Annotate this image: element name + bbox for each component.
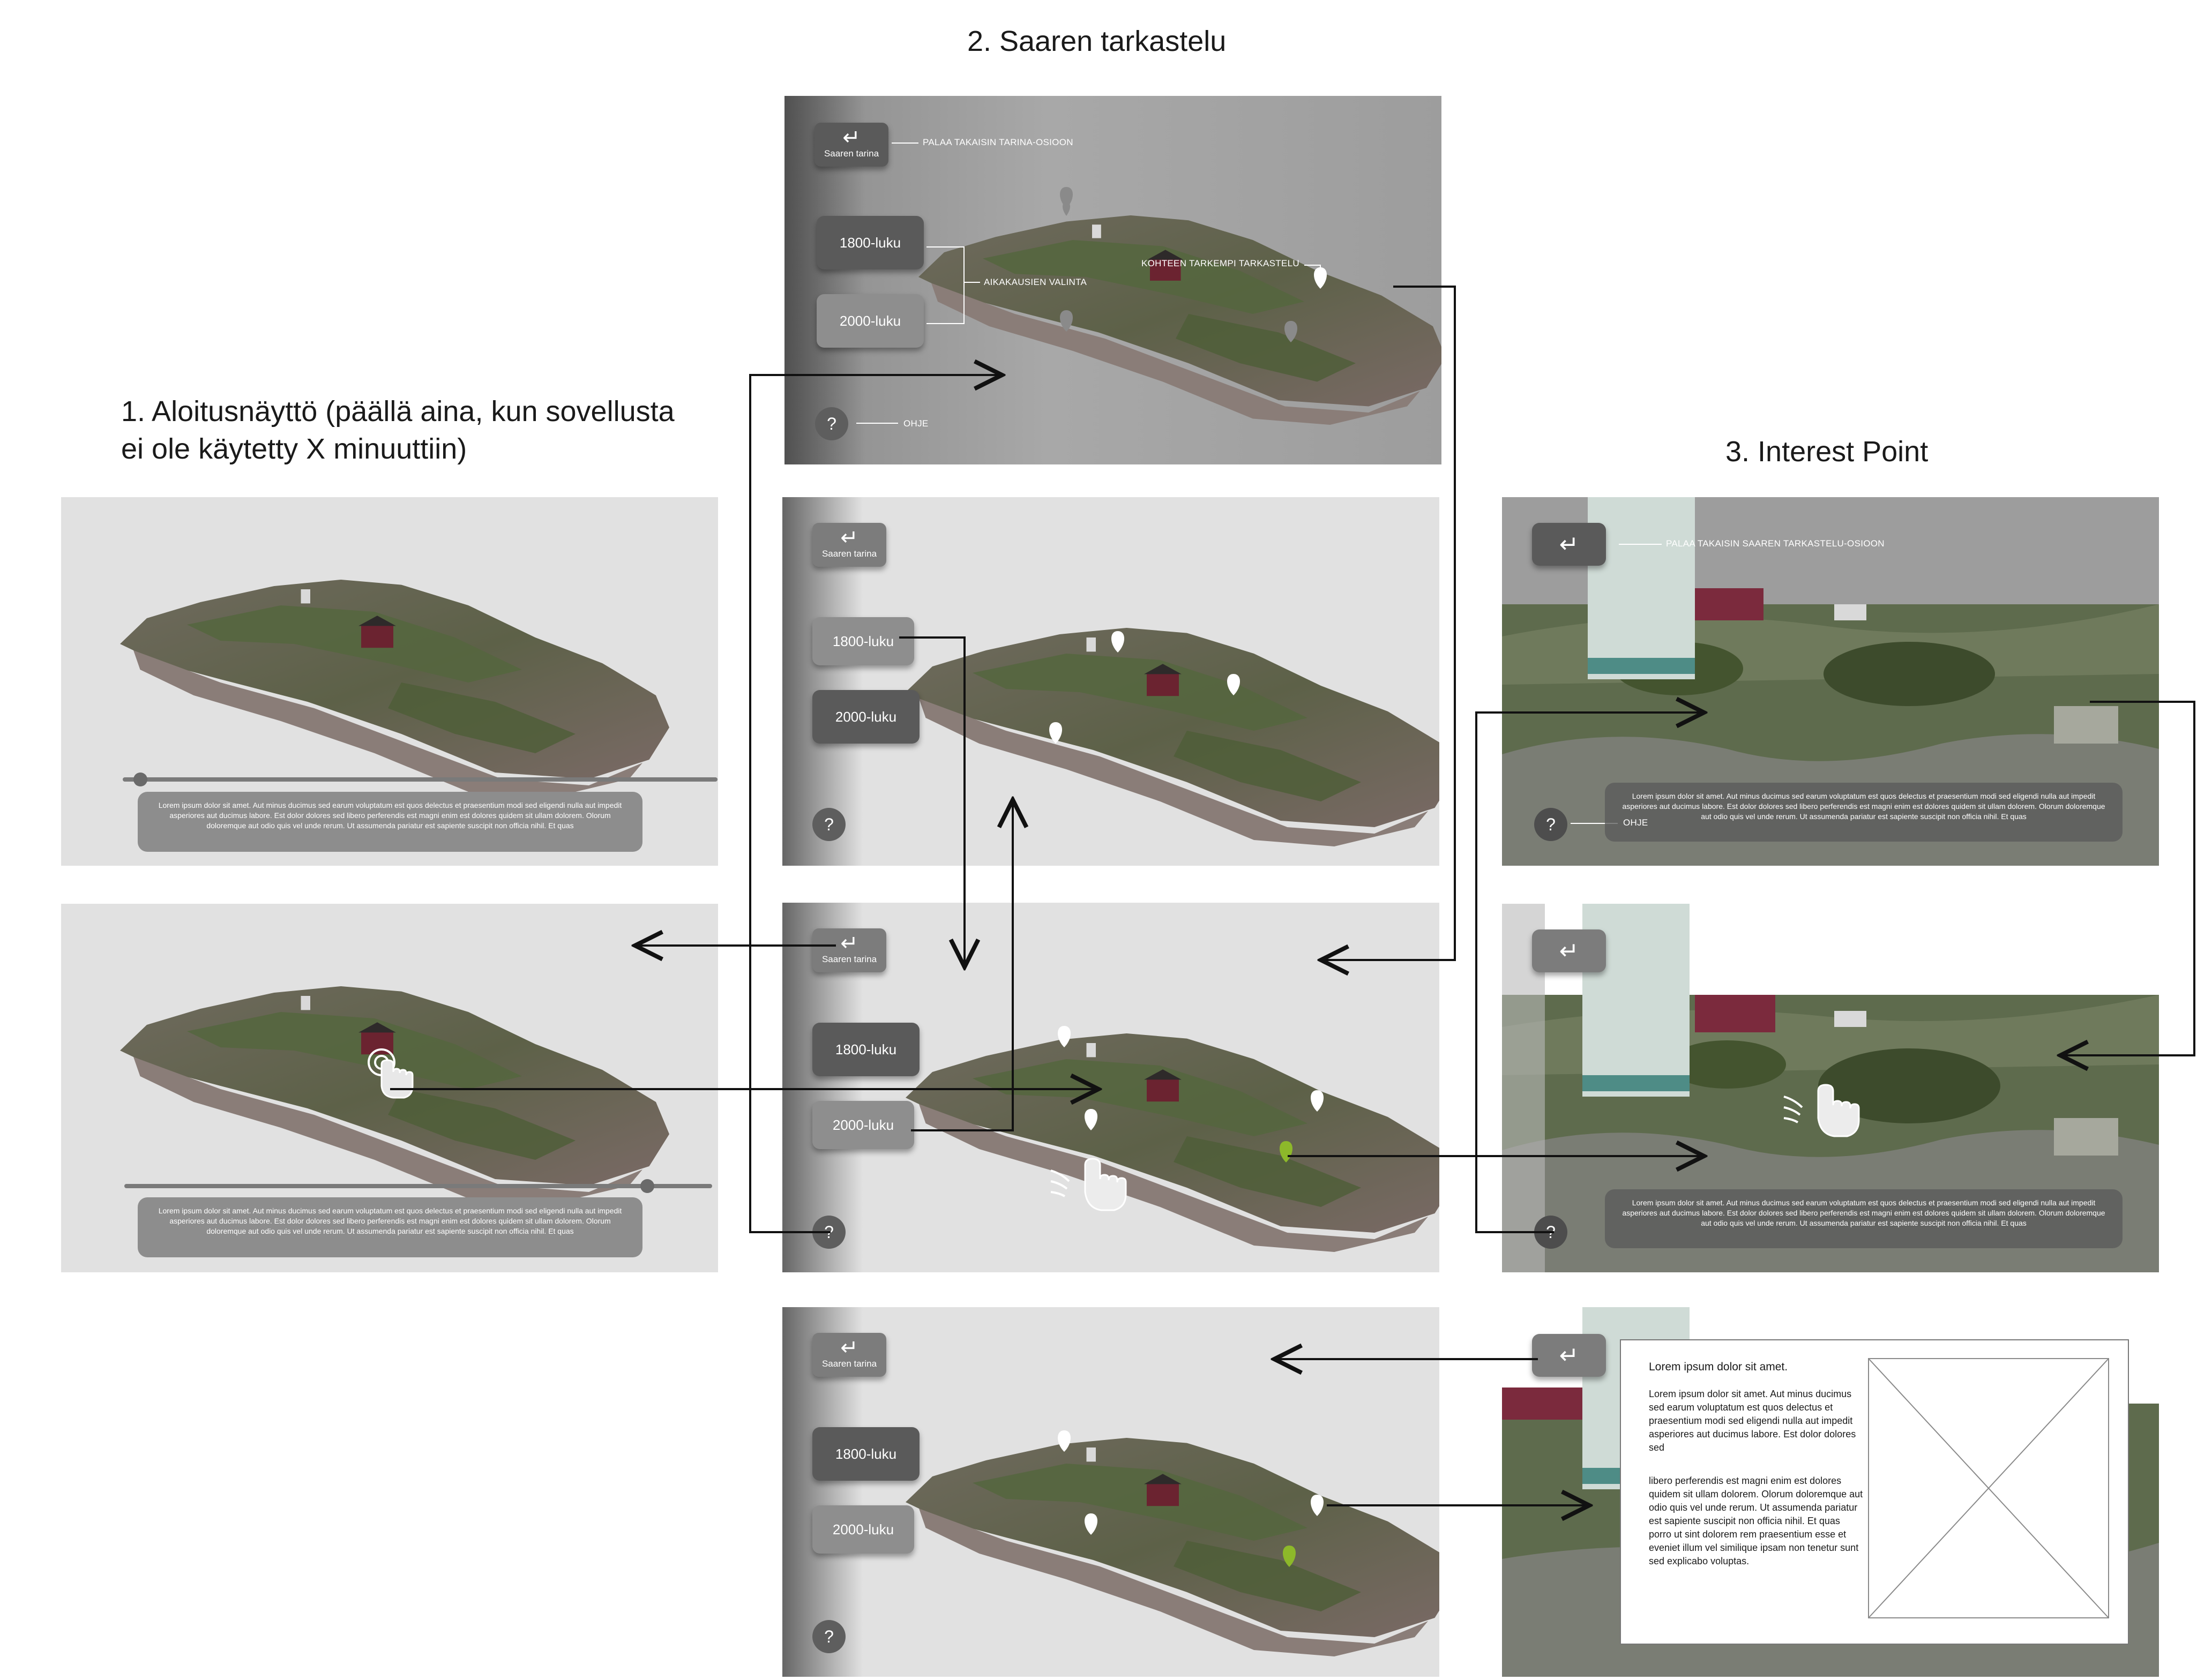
info-card-title: Lorem ipsum dolor sit amet. xyxy=(1649,1361,1788,1373)
annotation-help: OHJE xyxy=(1623,818,1648,828)
swipe-hand-icon xyxy=(1050,1158,1127,1211)
tap-hand-icon xyxy=(368,1048,414,1099)
interest-point-view-2: ↵ ? Lorem ipsum dolor sit amet. Aut minu… xyxy=(1502,904,2159,1272)
timeline-slider[interactable] xyxy=(123,777,718,782)
map-pin-icon xyxy=(1049,722,1062,744)
back-to-story-button[interactable]: ↵ Saaren tarina xyxy=(814,123,888,167)
section-1-heading-line-1: 1. Aloitusnäyttö (päällä aina, kun sovel… xyxy=(121,395,675,428)
back-button-label: Saaren tarina xyxy=(821,1359,877,1369)
back-button-label: Saaren tarina xyxy=(824,148,879,159)
back-to-island-button[interactable]: ↵ xyxy=(1532,929,1606,972)
map-pin-icon xyxy=(1314,267,1327,289)
back-to-island-button[interactable]: ↵ xyxy=(1532,1334,1606,1377)
story-text-box: Lorem ipsum dolor sit amet. Aut minus du… xyxy=(138,792,642,852)
map-pin-icon xyxy=(1085,1513,1097,1535)
help-button[interactable]: ? xyxy=(812,1620,846,1653)
enter-arrow-icon: ↵ xyxy=(1559,938,1579,964)
timeline-slider-handle[interactable] xyxy=(133,772,147,786)
image-placeholder-icon xyxy=(1868,1358,2109,1618)
island-view-swipe: ↵ Saaren tarina 1800-luku 2000-luku ? xyxy=(782,903,1439,1272)
enter-arrow-icon: ↵ xyxy=(1559,1342,1579,1369)
map-pins xyxy=(1058,1026,1324,1162)
start-screen-1: Lorem ipsum dolor sit amet. Aut minus du… xyxy=(61,497,718,866)
enter-arrow-icon: ↵ xyxy=(1559,531,1579,558)
enter-arrow-icon: ↵ xyxy=(842,126,861,149)
start-screen-2: Lorem ipsum dolor sit amet. Aut minus du… xyxy=(61,904,718,1272)
period-1800-button[interactable]: 1800-luku xyxy=(817,216,924,269)
island-view-annotated: ↵ Saaren tarina 1800-luku 2000-luku ? PA… xyxy=(784,96,1441,464)
map-pin-icon xyxy=(1058,1026,1071,1047)
info-card-paragraph-1: Lorem ipsum dolor sit amet. Aut minus du… xyxy=(1649,1389,1856,1453)
map-pins xyxy=(1049,631,1240,744)
timeline-slider[interactable] xyxy=(124,1184,712,1188)
period-2000-button[interactable]: 2000-luku xyxy=(812,1505,914,1554)
swipe-hand-icon xyxy=(1783,1084,1860,1137)
island-view-1800: ↵ Saaren tarina 1800-luku 2000-luku ? xyxy=(782,497,1439,866)
interest-point-info-view: ↵ Lorem ipsum dolor sit amet. Lorem ipsu… xyxy=(1502,1307,2159,1677)
island-view-selected: ↵ Saaren tarina 1800-luku 2000-luku ? xyxy=(782,1307,1439,1677)
info-card: Lorem ipsum dolor sit amet. Lorem ipsum … xyxy=(1620,1339,2129,1645)
map-pin-icon xyxy=(1311,1090,1324,1112)
map-pin-icon xyxy=(1058,1430,1071,1452)
interest-point-text-box: Lorem ipsum dolor sit amet. Aut minus du… xyxy=(1605,1189,2123,1248)
section-1-heading-line-2: ei ole käytetty X minuuttiin) xyxy=(121,433,467,465)
map-pin-icon xyxy=(1284,321,1297,342)
map-pin-icon xyxy=(1085,1109,1097,1130)
map-pins xyxy=(1060,187,1327,342)
period-2000-button[interactable]: 2000-luku xyxy=(817,294,924,348)
period-1800-button[interactable]: 1800-luku xyxy=(812,1427,920,1481)
annotation-back-to-island: PALAA TAKAISIN SAAREN TARKASTELU-OSIOON xyxy=(1666,538,1885,549)
map-pin-icon xyxy=(1111,631,1124,652)
back-to-story-button[interactable]: ↵ Saaren tarina xyxy=(812,1333,886,1377)
map-pin-icon xyxy=(1311,1495,1324,1516)
map-pin-icon xyxy=(1227,674,1240,695)
annotation-period-select: AIKAKAUSIEN VALINTA xyxy=(984,277,1087,287)
map-pins xyxy=(1058,1430,1324,1567)
map-pin-icon xyxy=(1060,310,1073,332)
back-to-island-button[interactable]: ↵ xyxy=(1532,523,1606,566)
help-button[interactable]: ? xyxy=(1534,808,1567,841)
enter-arrow-icon: ↵ xyxy=(840,1336,858,1360)
map-pin-icon xyxy=(1280,1141,1292,1162)
section-2-heading: 2. Saaren tarkastelu xyxy=(967,25,1227,57)
map-pin-icon xyxy=(1283,1546,1296,1567)
timeline-slider-handle[interactable] xyxy=(640,1179,654,1193)
info-card-paragraph-2: libero perferendis est magni enim est do… xyxy=(1649,1475,1863,1566)
section-3-heading: 3. Interest Point xyxy=(1725,436,1929,468)
interest-point-text-box: Lorem ipsum dolor sit amet. Aut minus du… xyxy=(1605,783,2123,842)
map-pin-icon xyxy=(1060,187,1073,208)
annotation-detail-view: KOHTEEN TARKEMPI TARKASTELU xyxy=(1141,258,1299,268)
story-text-box: Lorem ipsum dolor sit amet. Aut minus du… xyxy=(138,1197,642,1257)
interest-point-view-1: ↵ PALAA TAKAISIN SAAREN TARKASTELU-OSIOO… xyxy=(1502,497,2159,866)
annotation-back-to-story: PALAA TAKAISIN TARINA-OSIOON xyxy=(923,137,1073,147)
help-button[interactable]: ? xyxy=(1534,1216,1567,1249)
